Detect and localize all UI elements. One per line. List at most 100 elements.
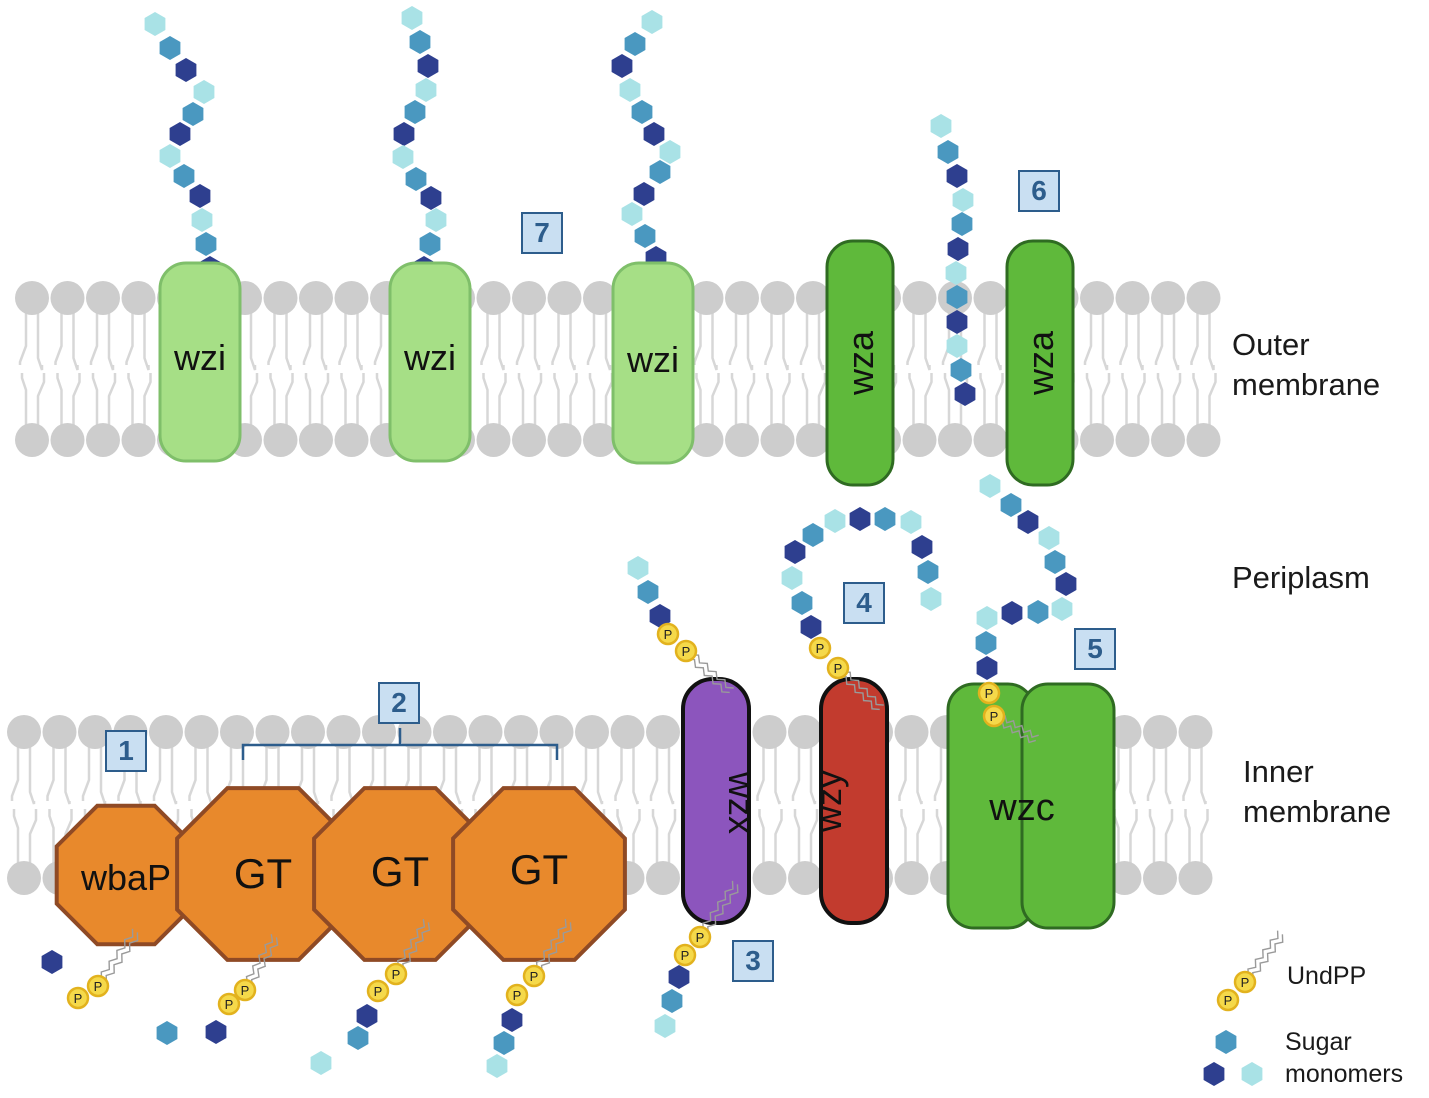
lipid-head — [184, 715, 219, 749]
sugar-monomer-icon — [405, 167, 427, 191]
lipid-head — [539, 715, 574, 749]
lipid-tail — [107, 373, 117, 426]
wzx-label: wzx — [721, 771, 762, 834]
lipid-head — [7, 861, 41, 895]
lipid-tail — [649, 746, 659, 801]
sugar-monomer-icon — [668, 965, 690, 989]
sugar-monomer-icon — [791, 591, 813, 615]
lipid-head — [788, 861, 822, 895]
sugar-monomer-icon — [1038, 526, 1060, 550]
lipid-tail — [1172, 373, 1182, 426]
phosphate-label: P — [225, 997, 234, 1012]
lipid-tail — [1119, 312, 1128, 365]
lipid-tail — [249, 312, 257, 371]
phosphate-label: P — [664, 627, 673, 642]
sugar-monomer-icon — [393, 122, 415, 146]
lipid-tail — [614, 746, 623, 801]
lipid-tail — [304, 373, 312, 426]
lipid-head — [86, 281, 120, 315]
gt-enzyme: GT — [451, 786, 627, 962]
lipid-tail — [695, 373, 702, 426]
lipid-tail — [1208, 312, 1215, 371]
step-7-badge: 7 — [521, 212, 563, 254]
phosphate-icon: P — [522, 964, 546, 988]
lipid-head — [1151, 423, 1185, 457]
lipid-tail — [56, 373, 63, 426]
sugar-monomer-icon — [920, 587, 942, 611]
lipid-tail — [285, 373, 294, 426]
step-1-badge: 1 — [105, 730, 147, 772]
phosphate-icon: P — [366, 979, 390, 1003]
lipid-tail — [72, 373, 81, 426]
lipid-tail — [766, 373, 773, 426]
lipid-head — [50, 423, 85, 457]
lipid-tail — [517, 373, 525, 426]
step-5-badge: 5 — [1074, 628, 1116, 670]
lipid-head — [583, 423, 617, 457]
lipid-head — [894, 715, 929, 749]
lipid-head — [725, 281, 759, 315]
lipid-tail — [979, 373, 986, 426]
sugar-monomer-icon — [156, 1021, 178, 1045]
phosphate-label: P — [1241, 975, 1250, 990]
lipid-tail — [127, 373, 134, 426]
lipid-tail — [72, 312, 79, 371]
phosphate-icon: P — [808, 636, 832, 660]
lipid-head — [547, 281, 582, 315]
lipid-head — [1186, 423, 1221, 457]
lipid-head — [646, 715, 680, 749]
sugar-monomer-icon — [404, 100, 426, 124]
lipid-head — [1115, 423, 1150, 457]
sugar-monomer-icon — [802, 523, 824, 547]
lipid-head — [220, 715, 254, 749]
lipid-head — [149, 715, 183, 749]
step-6-badge: 6 — [1018, 170, 1060, 212]
phosphate-icon: P — [977, 681, 1001, 705]
lipid-tail — [28, 809, 38, 864]
lipid-head — [299, 281, 333, 315]
phosphate-icon: P — [233, 978, 257, 1002]
lipid-head — [255, 715, 290, 749]
lipid-head — [334, 281, 369, 315]
sugar-monomer-icon — [784, 540, 806, 564]
wza-protein: wza — [825, 239, 895, 487]
lipid-head — [7, 715, 41, 749]
sugar-monomer-icon — [41, 950, 63, 974]
lipid-head — [15, 423, 49, 457]
lipid-head — [1080, 423, 1114, 457]
sugar-monomer-icon — [1055, 572, 1077, 596]
sugar-monomer-icon — [930, 114, 952, 138]
lipid-tail — [799, 312, 809, 365]
proteins: wzi wzi wzi wza wza wzx wzy — [54, 239, 1116, 962]
sugar-monomer-icon — [493, 1031, 515, 1055]
lipid-tail — [480, 312, 489, 365]
lipid-tail — [170, 746, 178, 805]
lipid-tail — [91, 373, 99, 426]
lipid-tail — [782, 373, 791, 426]
sugar-monomer-icon — [159, 144, 181, 168]
lipid-tail — [36, 312, 44, 371]
wzx-protein: wzx — [681, 677, 762, 925]
wbap-enzyme: wbaP — [54, 803, 198, 947]
lipid-head — [512, 423, 546, 457]
lipid-head — [50, 281, 85, 315]
phosphate-icon: P — [656, 622, 680, 646]
sugar-monomer-icon — [1203, 1062, 1225, 1086]
lipid-tail — [1085, 373, 1093, 426]
lipid-tail — [801, 373, 809, 426]
lipid-tail — [764, 312, 773, 365]
phosphate-label: P — [681, 948, 690, 963]
sugar-monomer-icon — [401, 6, 423, 30]
sugar-chains — [41, 6, 1077, 1078]
sugar-monomer-icon — [1215, 1030, 1237, 1054]
phosphate-label: P — [241, 983, 250, 998]
sugar-monomer-icon — [420, 186, 442, 210]
lipid-head — [1186, 281, 1221, 315]
sugar-monomer-icon — [937, 140, 959, 164]
lipid-head — [1115, 281, 1150, 315]
sugar-monomer-icon — [193, 80, 215, 104]
inner-membrane-label: Inner membrane — [1243, 754, 1392, 829]
sugar-monomer-icon — [486, 1054, 508, 1078]
lipid-tail — [330, 746, 339, 801]
lipid-tail — [498, 373, 507, 426]
